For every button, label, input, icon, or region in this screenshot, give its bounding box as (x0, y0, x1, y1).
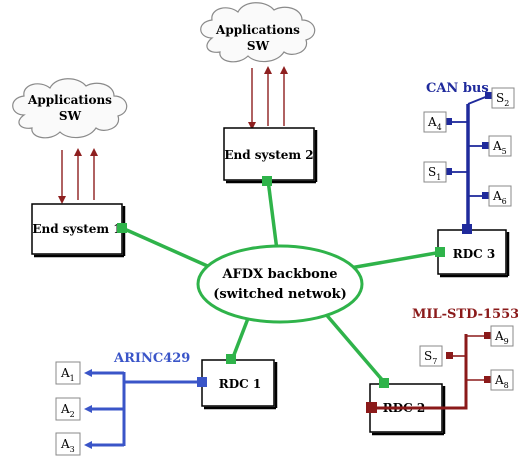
app-links-left (58, 148, 98, 204)
arinc-device-a2: A2 (55, 397, 81, 421)
can-device-a6: A6 (488, 185, 512, 207)
svg-text:A8: A8 (494, 373, 509, 390)
arinc-device-a3: A3 (55, 432, 81, 456)
arinc429-bus: ARINC429 (84, 351, 197, 449)
can-bus-label: CAN bus (426, 81, 489, 96)
backbone-line2: (switched netwok) (213, 287, 347, 302)
cloud-top-line2: SW (247, 39, 270, 53)
rdc-1-arinc-port (197, 377, 207, 387)
svg-text:A3: A3 (60, 437, 75, 454)
afdx-backbone: AFDX backbone (switched netwok) (196, 244, 364, 324)
mil-device-a8: A8 (490, 369, 514, 391)
app-links-top (248, 66, 288, 130)
mil-device-a9: A9 (490, 325, 514, 347)
rdc-3-label: RDC 3 (453, 247, 495, 261)
backbone-line1: AFDX backbone (221, 267, 337, 282)
end-system-2: End system 2 (223, 127, 318, 186)
rdc-2-afdx-port (379, 378, 389, 388)
rdc-3-can-port (462, 224, 472, 234)
rdc-1-label: RDC 1 (219, 377, 261, 391)
rdc-2: RDC 2 (366, 378, 446, 436)
svg-text:A2: A2 (60, 402, 75, 419)
cloud-left: Applications SW (12, 78, 128, 139)
rdc-3: RDC 3 (435, 224, 510, 278)
rdc-1-afdx-port (226, 354, 236, 364)
mil-std-1553-bus: MIL-STD-1553 (377, 307, 518, 410)
cloud-top: Applications SW (200, 2, 316, 63)
rdc-3-afdx-port (435, 247, 445, 257)
svg-text:A1: A1 (60, 366, 75, 383)
svg-text:S1: S1 (428, 165, 441, 182)
end-system-1-label: End system 1 (32, 222, 121, 236)
cloud-left-line1: Applications (27, 93, 112, 107)
svg-text:A4: A4 (427, 115, 442, 132)
end-system-1: End system 1 (31, 203, 127, 258)
can-device-s1: S1 (423, 161, 447, 183)
end-system-2-port (262, 176, 272, 186)
mil-bus-label: MIL-STD-1553 (412, 307, 518, 322)
cloud-left-line2: SW (59, 109, 82, 123)
end-system-2-label: End system 2 (224, 148, 313, 162)
svg-text:A9: A9 (494, 329, 509, 346)
mil-device-s7: S7 (419, 345, 443, 367)
can-device-a4: A4 (423, 111, 447, 133)
rdc-2-mil-port (366, 402, 377, 413)
svg-text:S7: S7 (424, 349, 437, 366)
end-system-1-port (117, 223, 127, 233)
arinc-device-a1: A1 (55, 361, 81, 385)
svg-text:A5: A5 (492, 139, 507, 156)
svg-text:S2: S2 (496, 91, 509, 108)
can-bus: CAN bus (426, 81, 492, 228)
arinc-bus-label: ARINC429 (113, 351, 190, 366)
can-device-s2: S2 (491, 87, 515, 109)
svg-text:A6: A6 (492, 189, 507, 206)
can-device-a5: A5 (488, 135, 512, 157)
rdc-1: RDC 1 (197, 354, 278, 410)
cloud-top-line1: Applications (215, 23, 300, 37)
